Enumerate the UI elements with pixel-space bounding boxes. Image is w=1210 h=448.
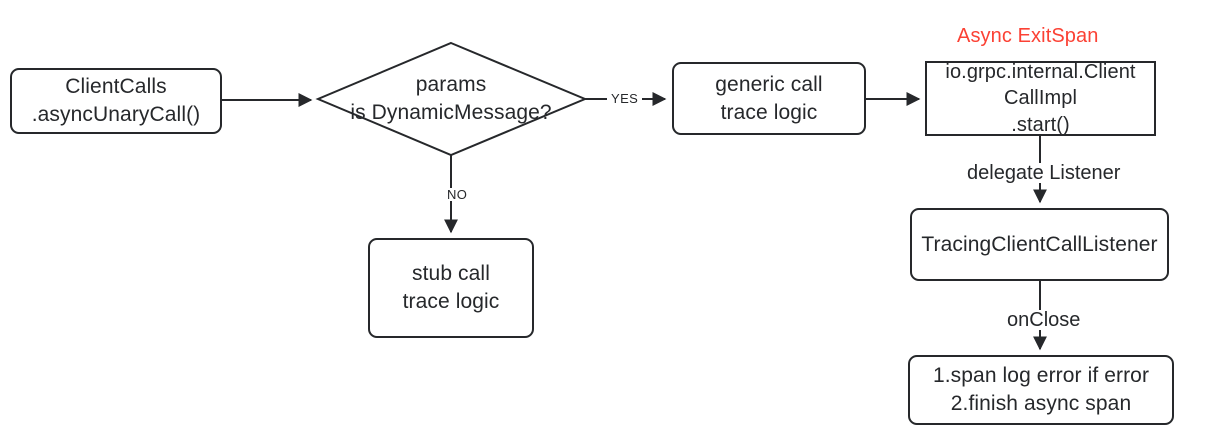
node-params-decision-label[interactable]: params is DynamicMessage? bbox=[350, 73, 552, 124]
node-generic-call[interactable]: generic call trace logic bbox=[672, 62, 866, 135]
async-exitspan-annotation: Async ExitSpan bbox=[957, 25, 1099, 47]
edge-label-delegate-listener: delegate Listener bbox=[963, 163, 1125, 183]
node-client-calls[interactable]: ClientCalls .asyncUnaryCall() bbox=[10, 68, 222, 134]
node-client-call-impl[interactable]: io.grpc.internal.Client CallImpl .start(… bbox=[925, 61, 1156, 136]
node-stub-call[interactable]: stub call trace logic bbox=[368, 238, 534, 338]
edge-label-yes: YES bbox=[607, 92, 643, 105]
node-tracing-client-call-listener[interactable]: TracingClientCallListener bbox=[910, 208, 1169, 281]
edge-label-no: NO bbox=[443, 188, 472, 201]
edge-label-onclose: onClose bbox=[1003, 310, 1085, 330]
node-on-close-actions[interactable]: 1.span log error if error 2.finish async… bbox=[908, 355, 1174, 425]
